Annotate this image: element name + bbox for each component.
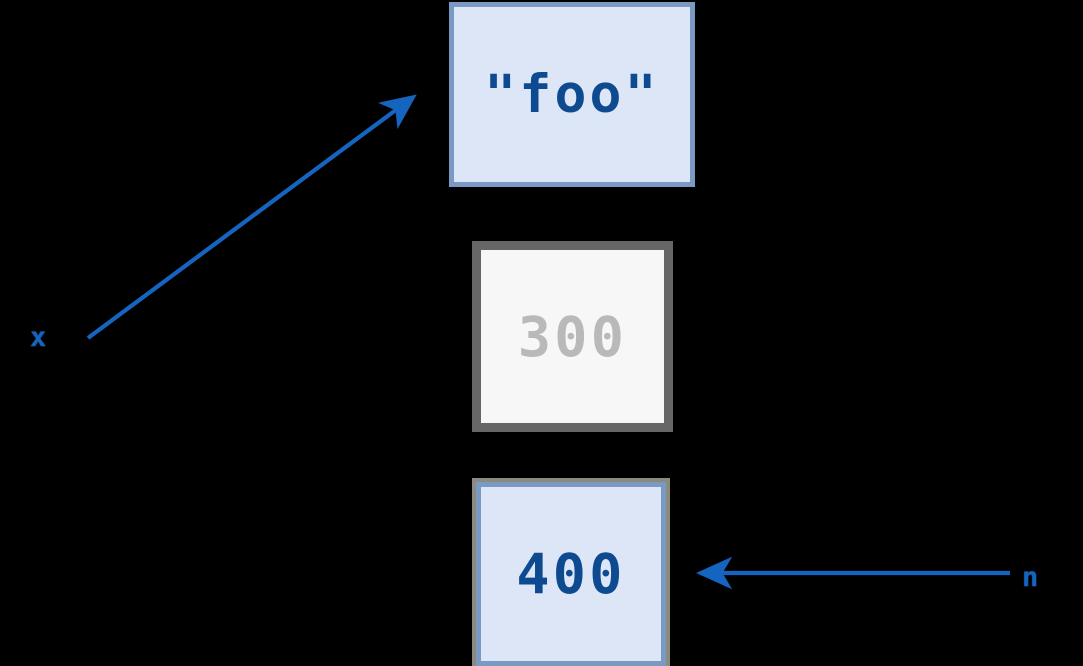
value-box-foo[interactable]: "foo" — [449, 2, 695, 187]
arrow-label-left-reference: x — [30, 322, 47, 353]
value-box-three-hundred[interactable]: 300 — [472, 241, 673, 432]
arrow-left-reference — [86, 94, 417, 340]
value-box-four-hundred[interactable]: 400 — [472, 478, 670, 666]
arrow-label-right-reference: n — [1022, 562, 1039, 593]
